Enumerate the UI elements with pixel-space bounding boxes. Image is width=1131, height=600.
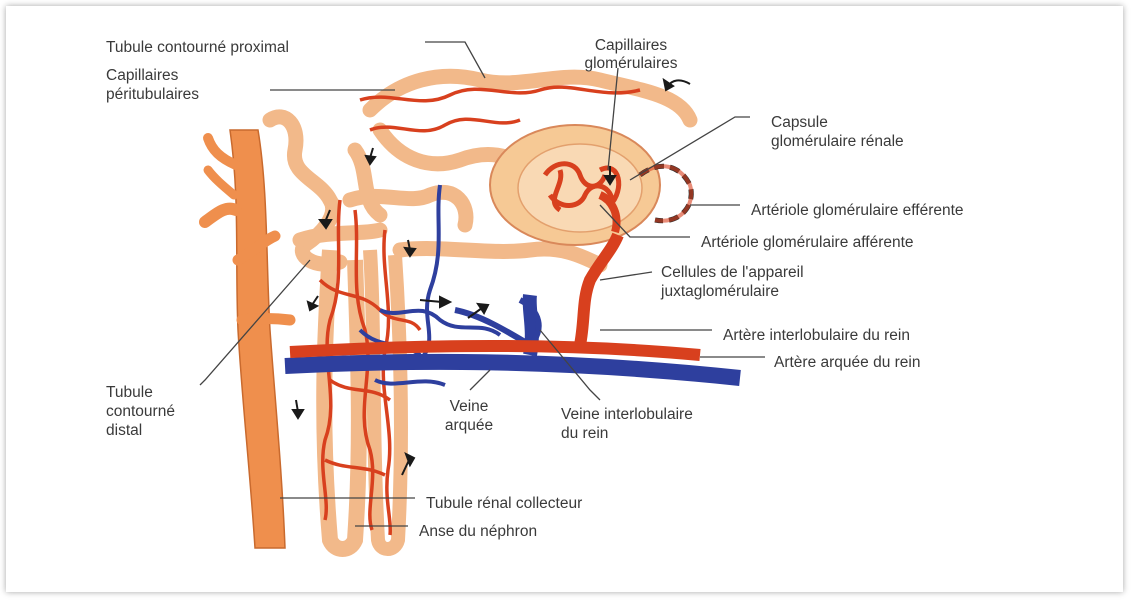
label-arteriole-afferente: Artériole glomérulaire afférente: [701, 234, 914, 252]
label-veine-arquee-line2: arquée: [434, 417, 504, 435]
label-artere-interlobulaire: Artère interlobulaire du rein: [723, 327, 910, 345]
label-capillaires-glomerulaires-line1: Capillaires: [566, 37, 696, 55]
label-cellules-line1: Cellules de l'appareil: [661, 264, 804, 282]
label-tubule-distal-line2: contourné: [106, 403, 175, 421]
label-anse-nephron: Anse du néphron: [419, 523, 537, 541]
label-capillaires-peritubulaires-line2: péritubulaires: [106, 86, 199, 104]
label-tubule-distal-line3: distal: [106, 422, 142, 440]
figure-frame: Tubule contourné proximal Capillaires pé…: [6, 6, 1123, 592]
label-arteriole-efferente: Artériole glomérulaire efférente: [751, 202, 964, 220]
label-tubule-collecteur: Tubule rénal collecteur: [426, 495, 582, 513]
label-capillaires-glomerulaires-line2: glomérulaires: [566, 55, 696, 73]
label-cellules-line2: juxtaglomérulaire: [661, 283, 779, 301]
label-capillaires-peritubulaires-line1: Capillaires: [106, 67, 178, 85]
label-artere-arquee: Artère arquée du rein: [774, 354, 920, 372]
glomerular-capsule-shape: [490, 125, 660, 245]
label-tubule-proximal: Tubule contourné proximal: [106, 39, 289, 57]
label-veine-interlobulaire-line2: du rein: [561, 425, 608, 443]
label-capsule-line1: Capsule: [771, 114, 828, 132]
collecting-tubule-shape: [205, 130, 290, 548]
label-veine-interlobulaire-line1: Veine interlobulaire: [561, 406, 693, 424]
label-capsule-line2: glomérulaire rénale: [771, 133, 904, 151]
label-veine-arquee-line1: Veine: [434, 398, 504, 416]
label-tubule-distal-line1: Tubule: [106, 384, 153, 402]
